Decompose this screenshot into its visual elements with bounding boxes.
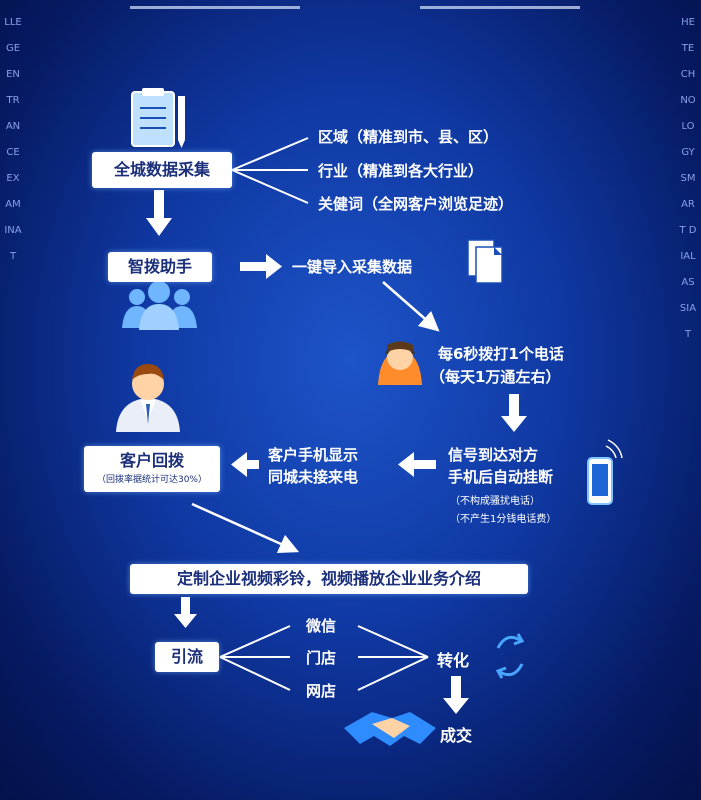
operator-headset-icon: [378, 341, 422, 385]
display-line2: 同城未接来电: [268, 468, 359, 486]
refresh-icon: [495, 633, 525, 679]
traffic-box: 引流: [155, 642, 219, 672]
light-streak-right: [420, 6, 580, 9]
light-streak-left: [130, 6, 300, 9]
branch-keyword: 关健词（全网客户浏览足迹）: [318, 195, 514, 213]
branch-region: 区域（精准到市、县、区）: [318, 128, 499, 146]
collect-box-label: 全城数据采集: [113, 160, 210, 179]
signal-note2: （不产生1分钱电话费）: [450, 514, 557, 525]
channel-store: 门店: [306, 649, 337, 667]
collect-box: 全城数据采集: [92, 152, 232, 188]
ringtone-box-label: 定制企业视频彩铃，视频播放企业业务介绍: [176, 569, 481, 588]
documents-icon: [467, 239, 503, 284]
display-line1: 客户手机显示: [268, 446, 359, 464]
callback-box-sub: （回拨率据统计可达30%）: [96, 475, 207, 485]
signal-line1: 信号到达对方: [448, 446, 539, 464]
arrow-import-to-dial: [382, 281, 440, 332]
signal-line2: 手机后自动挂断: [448, 468, 554, 486]
traffic-branch-lines: [219, 625, 429, 691]
arrow-dial-to-signal: [501, 394, 527, 432]
convert-label: 转化: [437, 651, 470, 670]
arrow-convert-to-deal: [443, 676, 469, 714]
branch-industry: 行业（精准到各大行业）: [318, 162, 484, 180]
signal-note1: （不构成骚扰电话）: [450, 496, 540, 507]
deal-label: 成交: [440, 726, 473, 745]
callback-box-label: 客户回拨: [119, 451, 184, 470]
arrow-assistant-to-import: [240, 254, 282, 279]
arrow-ringtone-to-traffic: [174, 597, 197, 628]
clipboard-icon: [131, 88, 185, 148]
assistant-box: 智拨助手: [108, 252, 212, 282]
arrow-collect-to-assistant: [146, 190, 172, 236]
channel-wechat: 微信: [306, 617, 337, 635]
traffic-box-label: 引流: [170, 647, 203, 666]
ringtone-box: 定制企业视频彩铃，视频播放企业业务介绍: [130, 564, 528, 594]
arrow-signal-to-display: [398, 452, 436, 477]
side-text-left: LLEGE ENTRANCE EXAMINAT: [4, 17, 22, 262]
assistant-box-label: 智拨助手: [127, 257, 192, 276]
channel-online-store: 网店: [306, 682, 337, 700]
collect-branch-lines: [231, 137, 309, 204]
phone-icon: [587, 439, 623, 505]
arrow-display-to-callback: [231, 452, 259, 477]
people-icon: [122, 281, 197, 330]
dial-line1: 每6秒拨打1个电话: [438, 345, 564, 363]
handshake-icon: [344, 712, 436, 746]
callback-box: 客户回拨 （回拨率据统计可达30%）: [84, 446, 220, 492]
dial-line2: （每天1万通左右）: [430, 368, 561, 386]
arrow-callback-to-ringtone: [191, 502, 300, 554]
import-label: 一键导入采集数据: [292, 258, 413, 276]
businessman-icon: [116, 364, 180, 432]
side-text-right: HE TECHNOLOGY SMART DIAL ASSIAT: [679, 17, 697, 340]
